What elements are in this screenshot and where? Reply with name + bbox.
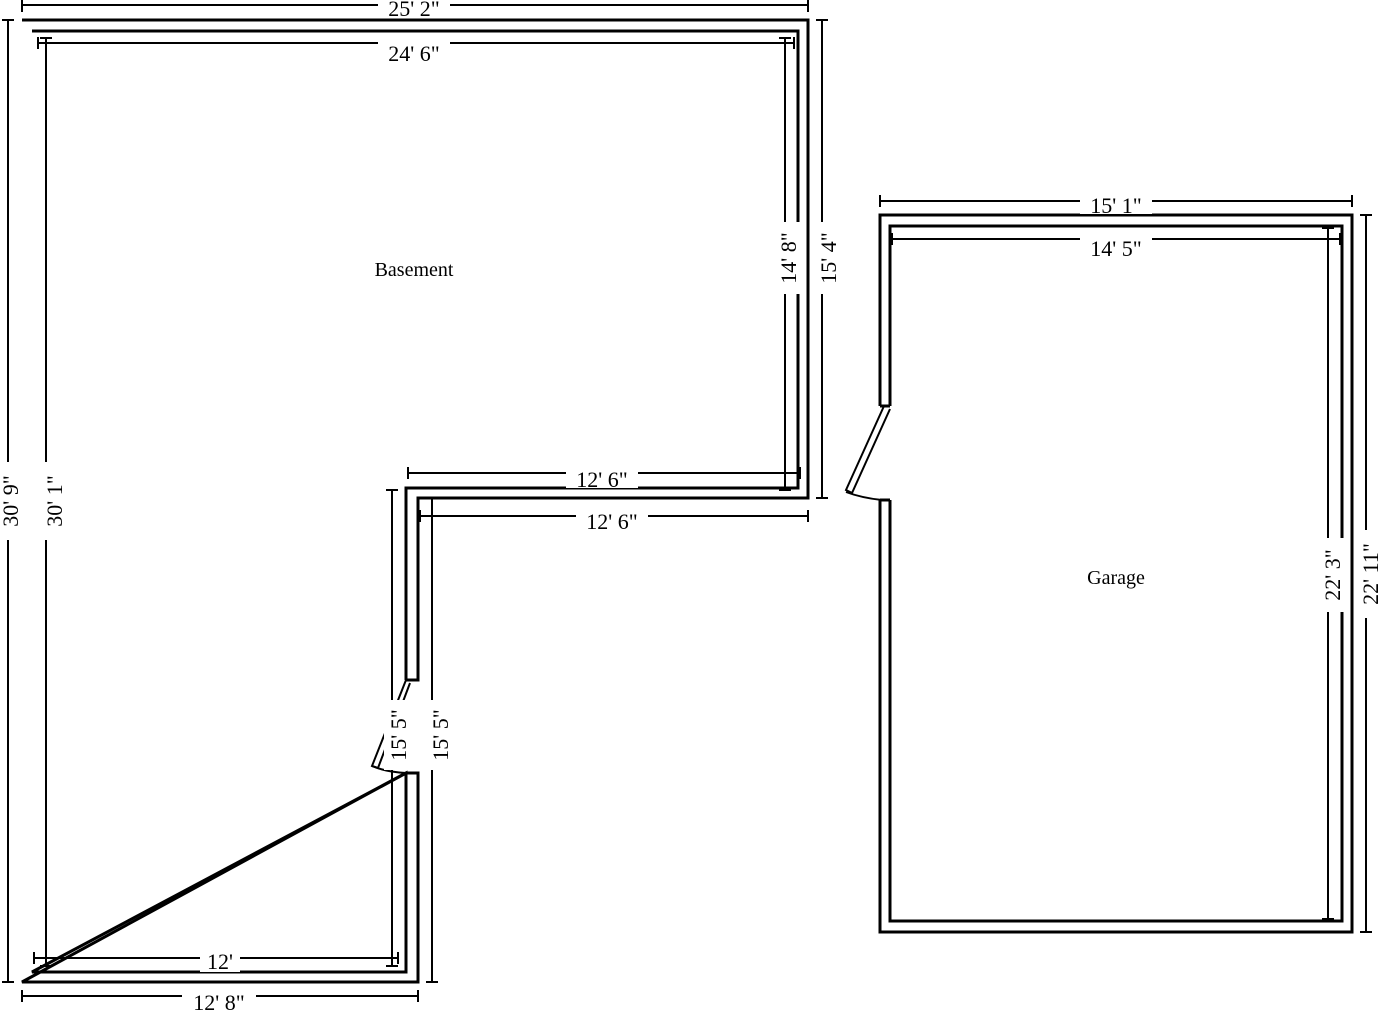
basement-outer-wall — [21, 18, 810, 984]
garage-dim-outer-right: 22' 11" — [1358, 214, 1380, 933]
svg-text:30' 9": 30' 9" — [0, 475, 23, 526]
basement-dim-inner-right: 14' 8" — [774, 37, 801, 491]
svg-text:15' 4": 15' 4" — [816, 232, 841, 283]
svg-text:14' 8": 14' 8" — [776, 232, 801, 283]
basement-room: Basement 25' 2" 24' 6" 30' 9" — [0, 0, 842, 1011]
garage-label: Garage — [1087, 567, 1145, 589]
svg-text:15' 5": 15' 5" — [386, 709, 411, 760]
svg-text:24' 6": 24' 6" — [388, 41, 439, 66]
svg-text:15' 1": 15' 1" — [1090, 193, 1141, 218]
svg-text:22' 11": 22' 11" — [1358, 543, 1380, 605]
basement-dim-leg-inner: 15' 5" — [384, 489, 411, 967]
svg-text:12' 6": 12' 6" — [576, 467, 627, 492]
garage-dim-outer-top: 15' 1" — [879, 193, 1353, 218]
basement-dim-outer-bottom: 12' 8" — [21, 990, 419, 1011]
basement-dim-step-inner: 12' 6" — [407, 466, 801, 492]
svg-text:15' 5": 15' 5" — [428, 709, 453, 760]
garage-room: Garage 15' 1" 14' 5" 22' 3" — [844, 193, 1380, 934]
svg-text:14' 5": 14' 5" — [1090, 236, 1141, 261]
svg-text:12': 12' — [207, 949, 233, 974]
basement-dim-inner-bottom: 12' — [33, 949, 399, 974]
svg-text:25' 2": 25' 2" — [388, 0, 439, 21]
svg-text:12' 6": 12' 6" — [586, 509, 637, 534]
garage-door — [844, 405, 891, 501]
garage-dim-inner-right: 22' 3" — [1318, 227, 1345, 920]
basement-dim-outer-right: 15' 4" — [814, 19, 842, 499]
basement-dim-step-outer: 12' 6" — [419, 508, 809, 534]
garage-outer-wall — [878, 213, 1354, 934]
svg-text:12' 8": 12' 8" — [193, 990, 244, 1011]
garage-dim-inner-top: 14' 5" — [891, 233, 1341, 261]
svg-text:22' 3": 22' 3" — [1320, 549, 1345, 600]
basement-label: Basement — [375, 259, 454, 281]
basement-dim-inner-top: 24' 6" — [37, 37, 795, 66]
basement-dim-leg-outer: 15' 5" — [426, 497, 454, 983]
basement-dim-outer-left: 30' 9" — [0, 19, 23, 983]
basement-dim-outer-top: 25' 2" — [21, 0, 809, 21]
basement-inner-wall — [31, 29, 800, 974]
basement-dim-inner-left: 30' 1" — [40, 37, 68, 967]
svg-text:30' 1": 30' 1" — [42, 475, 67, 526]
